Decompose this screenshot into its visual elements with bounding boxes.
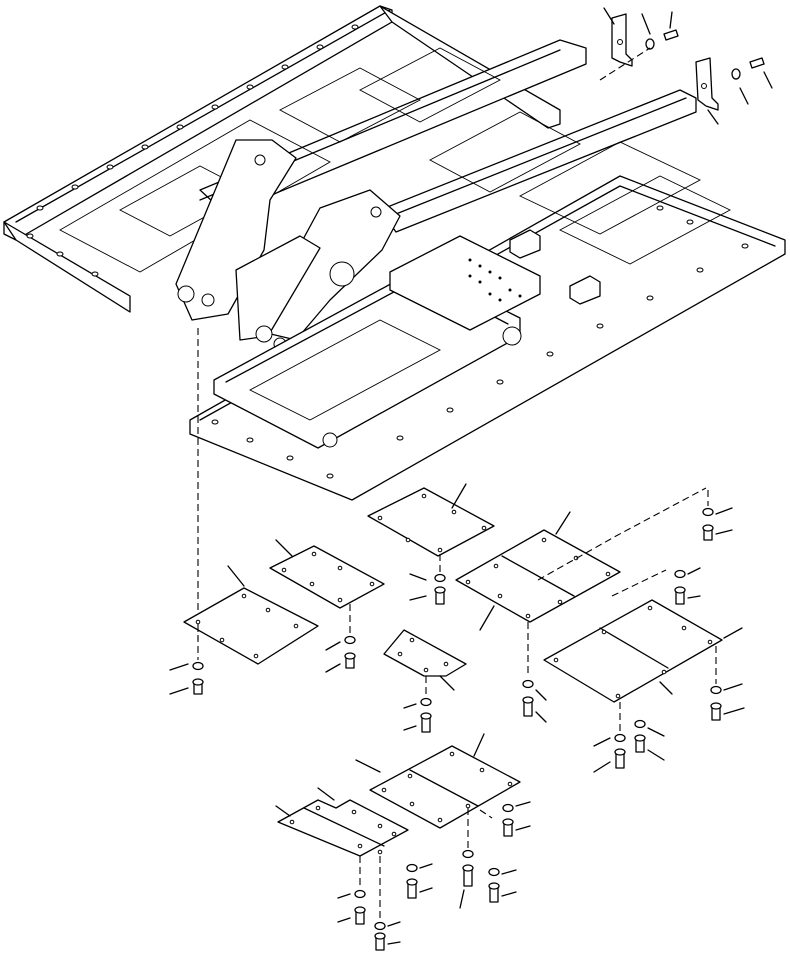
cover-plate-front-right	[355, 733, 531, 909]
fasteners-top-right	[611, 490, 733, 605]
cover-plate-far-right	[543, 599, 745, 773]
counterweight-bracket-right	[599, 47, 773, 125]
cover-plate-rear-left	[169, 565, 319, 695]
cover-plate-right-large	[455, 487, 707, 723]
counterweight-bracket-left	[603, 7, 679, 67]
cover-plate-top	[367, 483, 495, 605]
cover-plate-rear-mid	[269, 539, 385, 673]
cover-plate-front-left	[275, 787, 433, 951]
main-frame	[3, 5, 786, 501]
cover-plate-small	[383, 629, 467, 733]
